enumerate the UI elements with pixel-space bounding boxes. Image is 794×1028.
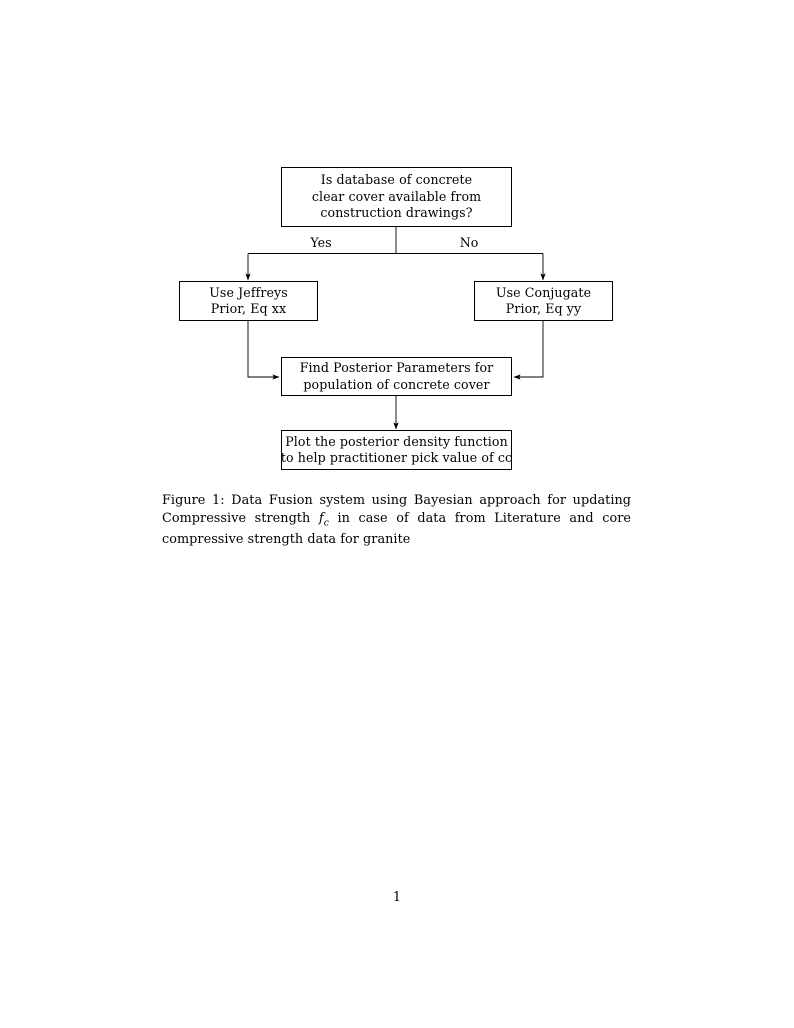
node-posterior-line-2: population of concrete cover xyxy=(303,376,490,392)
node-question-line-2: clear cover available from xyxy=(311,188,482,204)
flowchart-node-find-posterior: Find Posterior Parameters for population… xyxy=(281,357,512,396)
node-conjugate-line-2: Prior, Eq yy xyxy=(505,301,582,316)
node-jeffreys-line-2: Prior, Eq xx xyxy=(210,301,287,316)
node-question-line-1: Is database of concrete xyxy=(320,172,473,188)
node-plot-line-1: Plot the posterior density function xyxy=(285,433,508,449)
caption-text-after: in case of data from Literature and core… xyxy=(162,511,631,547)
connector-jeffreys-to-posterior xyxy=(247,321,280,380)
flowchart-node-conjugate-prior: Use Conjugate Prior, Eq yy xyxy=(474,281,613,321)
flowchart-node-question: Is database of concrete clear cover avai… xyxy=(281,167,512,227)
figure-flowchart: Is database of concrete clear cover avai… xyxy=(0,0,794,490)
flowchart-connectors xyxy=(245,227,546,430)
caption-symbol-base: f xyxy=(318,511,324,527)
figure-caption: Figure 1: Data Fusion system using Bayes… xyxy=(162,492,631,549)
caption-text-before: Data Fusion system using Bayesian approa… xyxy=(162,493,631,527)
node-posterior-line-1: Find Posterior Parameters for xyxy=(299,360,494,376)
flowchart-node-plot-density: Plot the posterior density function to h… xyxy=(281,430,512,470)
flowchart-node-jeffreys-prior: Use Jeffreys Prior, Eq xx xyxy=(179,281,318,321)
connector-conjugate-to-posterior xyxy=(513,321,544,380)
edge-label-yes: Yes xyxy=(310,235,332,250)
node-jeffreys-line-1: Use Jeffreys xyxy=(209,284,288,300)
node-conjugate-line-1: Use Conjugate xyxy=(495,284,592,300)
edge-label-no: No xyxy=(459,235,479,250)
node-plot-line-2: to help practitioner pick value of cc xyxy=(280,450,513,465)
node-question-line-3: construction drawings? xyxy=(320,205,473,221)
page-number: 1 xyxy=(392,890,402,905)
caption-math-symbol: fc xyxy=(318,511,329,529)
caption-symbol-subscript: c xyxy=(323,517,329,529)
caption-label: Figure 1: xyxy=(162,493,225,508)
